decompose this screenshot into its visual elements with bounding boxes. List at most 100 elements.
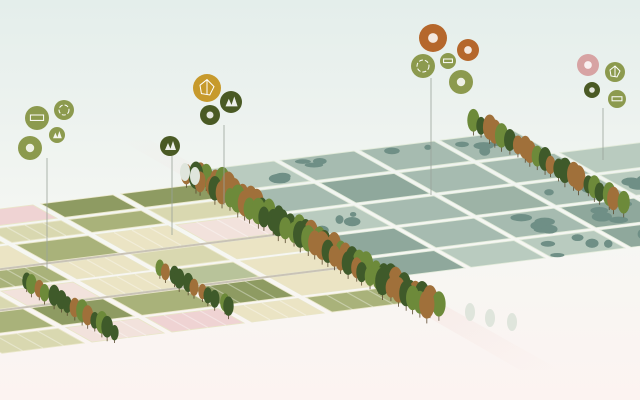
tree — [110, 324, 119, 341]
field — [518, 230, 627, 258]
pond — [544, 189, 554, 196]
field-stripe — [6, 226, 31, 241]
bench-icon[interactable] — [25, 106, 49, 130]
field — [14, 235, 121, 263]
road — [0, 265, 356, 312]
field — [358, 195, 472, 226]
icon-glyph — [443, 58, 453, 64]
tree — [173, 268, 185, 289]
tree — [101, 315, 113, 338]
field-stripe — [346, 291, 374, 308]
field-stripe — [226, 282, 259, 302]
tree — [571, 165, 586, 191]
network-icon[interactable] — [193, 74, 221, 102]
field — [39, 194, 139, 218]
field — [94, 225, 201, 253]
icon-glyph — [199, 78, 215, 96]
pond — [343, 217, 361, 227]
tree — [258, 206, 270, 228]
cluster-east — [577, 54, 626, 160]
hills-icon[interactable] — [160, 136, 180, 156]
cycle-icon[interactable] — [54, 100, 74, 120]
pond — [274, 172, 291, 181]
bench-icon[interactable] — [440, 53, 456, 69]
field — [0, 308, 56, 334]
field — [224, 298, 326, 323]
field — [438, 240, 547, 268]
field-stripe — [326, 294, 353, 310]
flowers-icon[interactable] — [18, 136, 42, 160]
hand-gear-icon[interactable] — [457, 39, 479, 61]
flower-icon[interactable] — [200, 105, 220, 125]
pond — [312, 157, 327, 165]
field-stripe — [149, 227, 182, 246]
faded-tree — [190, 167, 200, 185]
bench-icon[interactable] — [608, 90, 626, 108]
field-stripe — [119, 320, 147, 336]
road — [0, 231, 296, 271]
field — [318, 173, 432, 204]
icon-badge — [160, 136, 180, 156]
icon-glyph — [165, 141, 176, 150]
icon-glyph — [464, 46, 472, 54]
trees-icon[interactable] — [220, 91, 242, 113]
field — [67, 210, 166, 233]
pond — [591, 211, 612, 222]
field-stripe — [98, 278, 126, 294]
walk-icon[interactable] — [577, 54, 599, 76]
field — [144, 308, 246, 333]
icon-glyph — [58, 104, 70, 116]
pond — [349, 211, 357, 217]
cluster-small — [160, 136, 180, 235]
field-stripe — [16, 333, 44, 349]
icon-glyph — [225, 96, 238, 107]
tree — [223, 296, 234, 316]
tree — [607, 186, 620, 211]
field-stripe — [163, 314, 191, 331]
field — [598, 224, 640, 248]
faded-tree — [180, 163, 190, 181]
icon-glyph — [611, 96, 623, 102]
field-stripe — [243, 304, 271, 321]
pond — [621, 177, 640, 186]
field-stripe — [367, 289, 394, 305]
icon-glyph — [416, 59, 430, 73]
pond — [540, 240, 556, 247]
tree — [545, 155, 556, 175]
icon-badge — [49, 127, 65, 143]
icon-badge — [220, 91, 242, 113]
cycle-icon[interactable] — [411, 54, 435, 78]
field-stripe — [216, 219, 249, 238]
faded-tree — [485, 309, 495, 327]
tree — [419, 290, 435, 319]
pond — [585, 238, 599, 248]
pond — [571, 234, 584, 242]
field-stripe — [83, 324, 111, 341]
field — [558, 142, 640, 174]
field — [129, 244, 231, 270]
flower-icon[interactable] — [584, 82, 600, 98]
field — [438, 185, 552, 216]
tree — [26, 274, 37, 295]
flowers-icon[interactable] — [449, 70, 473, 94]
pond — [541, 224, 558, 234]
field-stripe — [104, 256, 132, 273]
field — [0, 245, 41, 269]
faded-tree — [465, 303, 475, 321]
tree — [279, 217, 292, 240]
pond — [335, 215, 344, 224]
field-stripe — [244, 280, 277, 300]
trees-icon[interactable] — [49, 127, 65, 143]
icon-badge — [25, 106, 49, 130]
map-icon[interactable] — [605, 62, 625, 82]
icon-glyph — [609, 65, 621, 78]
tree — [617, 190, 630, 214]
field — [49, 254, 151, 280]
icon-badge — [440, 53, 456, 69]
field-stripe — [68, 261, 96, 278]
tree — [356, 262, 368, 283]
field-stripe — [181, 312, 209, 329]
field-stripe — [37, 330, 64, 347]
pond — [455, 141, 469, 148]
idea-icon[interactable] — [419, 24, 447, 52]
